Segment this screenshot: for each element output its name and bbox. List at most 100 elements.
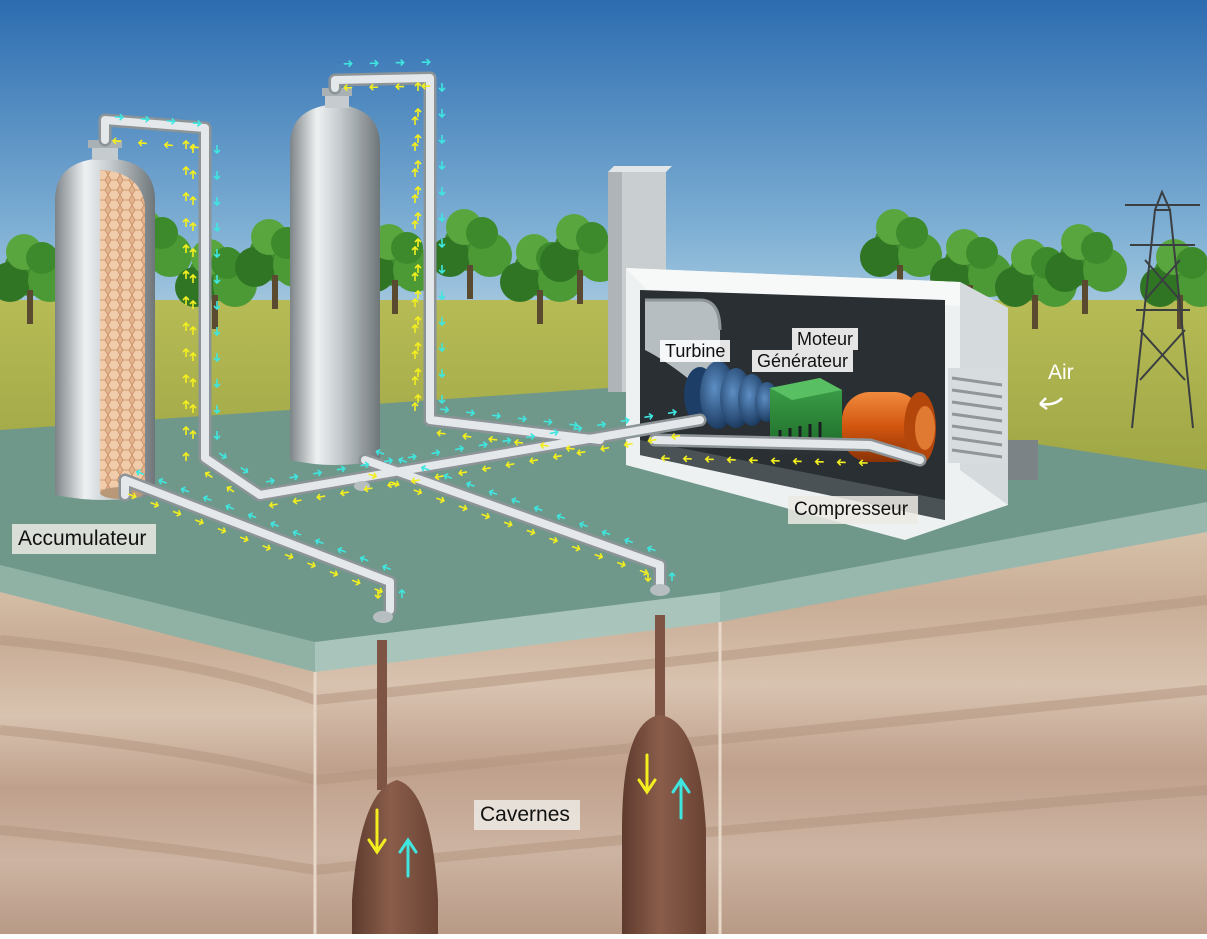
cavern-right: [622, 615, 706, 934]
arrow-icon: [420, 464, 430, 472]
arrow-icon: [511, 497, 521, 504]
storage-tank: [290, 88, 380, 465]
arrow-icon: [438, 83, 446, 93]
label-generator: Générateur: [752, 350, 854, 372]
arrow-icon: [375, 448, 385, 456]
arrow-icon: [292, 497, 302, 505]
arrow-icon: [413, 488, 423, 496]
arrow-icon: [329, 570, 339, 577]
arrow-icon: [569, 421, 579, 429]
arrow-icon: [411, 297, 419, 307]
arrow-icon: [189, 429, 197, 439]
arrow-icon: [431, 449, 441, 457]
arrow-icon: [421, 58, 431, 66]
arrow-icon: [407, 453, 417, 461]
arrow-icon: [410, 477, 420, 485]
arrow-icon: [481, 465, 491, 473]
arrow-icon: [414, 107, 422, 117]
arrow-icon: [438, 161, 446, 171]
arrow-icon: [204, 471, 213, 479]
arrow-icon: [369, 83, 379, 91]
arrow-icon: [182, 217, 190, 227]
arrow-icon: [414, 185, 422, 195]
arrow-icon: [374, 590, 382, 600]
wellhead-right: [650, 584, 670, 596]
arrow-icon: [414, 237, 422, 247]
arrow-icon: [172, 510, 182, 517]
arrow-icon: [571, 544, 581, 552]
arrow-icon: [213, 171, 221, 181]
arrow-icon: [411, 271, 419, 281]
arrow-icon: [265, 477, 275, 485]
arrow-icon: [213, 327, 221, 337]
arrow-icon: [189, 351, 197, 361]
pylon-icon: [1125, 189, 1200, 429]
arrow-icon: [182, 269, 190, 279]
arrow-icon: [667, 408, 678, 416]
arrow-icon: [573, 424, 583, 432]
arrow-icon: [395, 83, 405, 91]
arrow-icon: [213, 353, 221, 363]
arrow-icon: [189, 143, 197, 153]
arrow-icon: [529, 457, 539, 465]
arrow-icon: [411, 245, 419, 255]
arrow-icon: [339, 489, 349, 497]
arrow-icon: [465, 481, 475, 488]
flow-arrows: [111, 58, 868, 600]
arrow-icon: [189, 221, 197, 231]
cavern-flow-arrows: [367, 753, 691, 878]
arrow-icon: [213, 197, 221, 207]
arrow-icon: [600, 445, 610, 453]
arrow-icon: [226, 485, 235, 493]
arrow-icon: [770, 457, 780, 465]
arrow-icon: [549, 429, 559, 437]
arrow-icon: [414, 159, 422, 169]
arrow-icon: [421, 82, 431, 90]
arrow-icon: [213, 405, 221, 415]
arrow-icon: [382, 564, 391, 571]
arrow-icon: [481, 512, 491, 520]
arrow-icon: [565, 444, 575, 452]
arrow-icon: [414, 367, 422, 377]
arrow-icon: [682, 455, 692, 463]
arrow-icon: [182, 399, 190, 409]
arrow-icon: [182, 165, 190, 175]
arrow-icon: [182, 139, 190, 149]
arrow-icon: [411, 167, 419, 177]
arrow-icon: [368, 472, 378, 480]
arrow-icon: [213, 223, 221, 233]
arrow-icon: [336, 465, 346, 473]
arrow-icon: [543, 418, 553, 426]
arrow-icon: [369, 59, 379, 67]
arrow-icon: [414, 289, 422, 299]
arrow-icon: [556, 513, 566, 520]
arrow-icon: [502, 437, 512, 445]
arrow-icon: [660, 454, 670, 462]
arrow-icon: [395, 59, 405, 67]
arrow-icon: [182, 243, 190, 253]
arrow-icon: [163, 141, 173, 149]
arrow-icon: [517, 415, 527, 423]
arrow-icon: [596, 420, 607, 428]
air-arrow-icon: [1039, 397, 1063, 411]
arrow-icon: [455, 445, 465, 453]
arrow-icon: [438, 369, 446, 379]
arrow-icon: [458, 469, 468, 477]
arrow-icon: [192, 119, 202, 127]
arrow-icon: [539, 441, 549, 449]
arrow-icon: [438, 135, 446, 145]
arrow-icon: [434, 473, 444, 481]
arrow-icon: [443, 473, 453, 480]
arrow-icon: [217, 527, 227, 534]
arrow-icon: [411, 349, 419, 359]
arrow-icon: [127, 492, 137, 500]
arrow-icon: [704, 455, 714, 463]
arrow-icon: [438, 291, 446, 301]
arrow-icon: [390, 480, 400, 488]
arrow-icon: [411, 115, 419, 125]
arrow-icon: [182, 451, 190, 461]
arrow-icon: [182, 295, 190, 305]
arrow-icon: [526, 433, 536, 441]
arrow-icon: [620, 416, 630, 424]
